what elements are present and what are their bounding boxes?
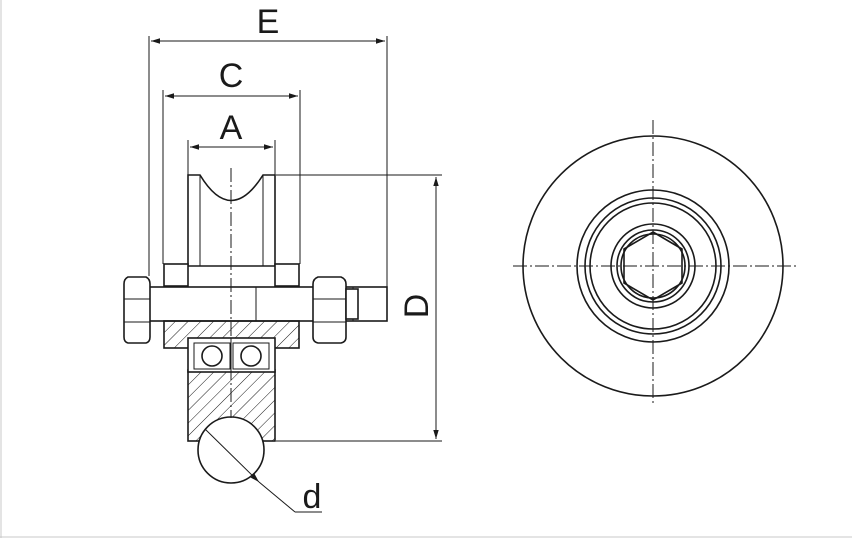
- dimension-a: A: [190, 109, 273, 150]
- dimension-d: D: [398, 177, 439, 439]
- side-section-view: E C A D: [123, 3, 442, 516]
- spacers: [163, 263, 300, 287]
- label-a: A: [220, 109, 243, 147]
- dimension-c: C: [165, 57, 298, 99]
- label-d-outer: D: [398, 294, 436, 319]
- label-e: E: [257, 3, 280, 41]
- label-d-rail: d: [303, 478, 322, 516]
- bolt-head: [123, 276, 151, 344]
- front-view: [513, 120, 796, 404]
- label-c: C: [219, 57, 244, 95]
- hex-nut: [312, 276, 359, 344]
- dimension-e: E: [151, 3, 385, 44]
- extension-lines: [148, 36, 442, 442]
- bearing-balls: [193, 338, 270, 372]
- rail-section: d: [197, 416, 322, 516]
